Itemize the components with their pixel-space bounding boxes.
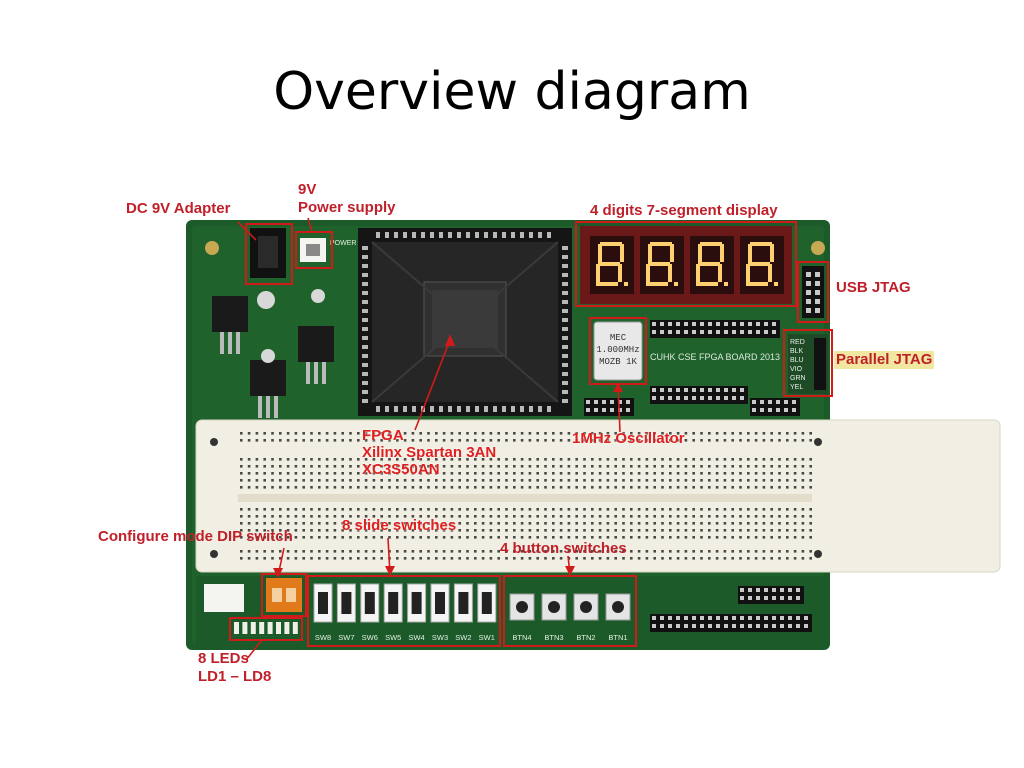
label-slide-switches: 8 slide switches — [342, 517, 457, 534]
label-fpga-line2: Xilinx Spartan 3AN — [362, 444, 497, 461]
reset-button-area — [204, 584, 244, 612]
slide-switch-label: SW7 — [338, 633, 354, 642]
slide-title: Overview diagram — [273, 62, 751, 122]
button-switch-label: BTN1 — [608, 633, 627, 642]
jtag-pin-label: BLU — [790, 357, 804, 364]
label-fpga-line1: FPGA — [362, 427, 404, 444]
slide-switch-row: SW8 SW7 SW6 SW5 SW4 SW3 SW2 SW1 — [313, 583, 497, 642]
label-power-supply-line2: Power supply — [298, 199, 396, 216]
slide-switch-label: SW1 — [479, 633, 495, 642]
box-parallel-jtag — [783, 329, 833, 397]
seven-segment-digits — [590, 236, 784, 294]
oscillator-marking: MOZB 1K — [599, 357, 637, 367]
label-power-supply-line1: 9V — [298, 181, 317, 198]
label-parallel-jtag: Parallel JTAG — [834, 351, 935, 369]
jtag-pin-label: YEL — [790, 384, 803, 391]
box-dc-adapter — [245, 223, 293, 285]
label-usb-jtag: USB JTAG — [836, 279, 911, 296]
label-seven-segment: 4 digits 7-segment display — [590, 202, 778, 219]
board-name: CUHK CSE FPGA BOARD 2013 — [650, 352, 780, 362]
label-button-switches: 4 button switches — [500, 540, 627, 557]
breadboard-holes — [240, 432, 812, 560]
label-fpga-line3: XC3S50AN — [362, 461, 440, 478]
box-slide-switches — [307, 575, 501, 647]
button-switch-label: BTN3 — [544, 633, 563, 642]
power-silk-label: POWER — [330, 240, 356, 247]
button-switch-label: BTN4 — [512, 633, 531, 642]
annotation-marks — [229, 217, 833, 661]
led-row — [234, 622, 298, 634]
slide-switch-label: SW4 — [408, 633, 424, 642]
slide-switch-label: SW6 — [362, 633, 378, 642]
config-dip-switch — [266, 578, 302, 612]
button-switch-label: BTN2 — [576, 633, 595, 642]
fpga-socket-pins — [362, 232, 568, 412]
label-dc-adapter: DC 9V Adapter — [126, 200, 231, 217]
label-leds-line1: 8 LEDs — [198, 650, 249, 667]
box-power-supply — [295, 231, 333, 269]
box-config-dip — [261, 573, 307, 617]
pin-headers — [584, 320, 800, 416]
box-leds — [229, 617, 303, 641]
voltage-regulators — [212, 289, 334, 418]
jtag-pin-label: GRN — [790, 375, 806, 382]
bottom-pin-headers — [650, 586, 812, 632]
label-oscillator: 1MHz Oscillator — [572, 430, 685, 447]
mount-hole-tl — [205, 241, 219, 255]
oscillator-can — [593, 321, 643, 381]
usb-jtag-header — [802, 266, 824, 318]
oscillator-marking: 1.000MHz — [596, 345, 639, 355]
jtag-pin-label: BLK — [790, 348, 804, 355]
slide-switch-label: SW5 — [385, 633, 401, 642]
slide-switch-label: SW8 — [315, 633, 331, 642]
label-leds-line2: LD1 – LD8 — [198, 668, 272, 685]
jtag-pin-label: VIO — [790, 366, 803, 373]
label-config-dip: Configure mode DIP switch — [98, 528, 293, 545]
box-usb-jtag — [797, 261, 829, 323]
parallel-jtag-pin-labels: RED BLK BLU VIO GRN YEL — [790, 339, 806, 391]
box-seven-segment — [575, 221, 797, 307]
oscillator-marking: MEC — [610, 333, 627, 343]
mount-hole-tr — [811, 241, 825, 255]
slide-switch-label: SW2 — [455, 633, 471, 642]
button-switch-row: BTN4 BTN3 BTN2 BTN1 — [509, 593, 631, 642]
jtag-pin-label: RED — [790, 339, 805, 346]
slide-switch-label: SW3 — [432, 633, 448, 642]
